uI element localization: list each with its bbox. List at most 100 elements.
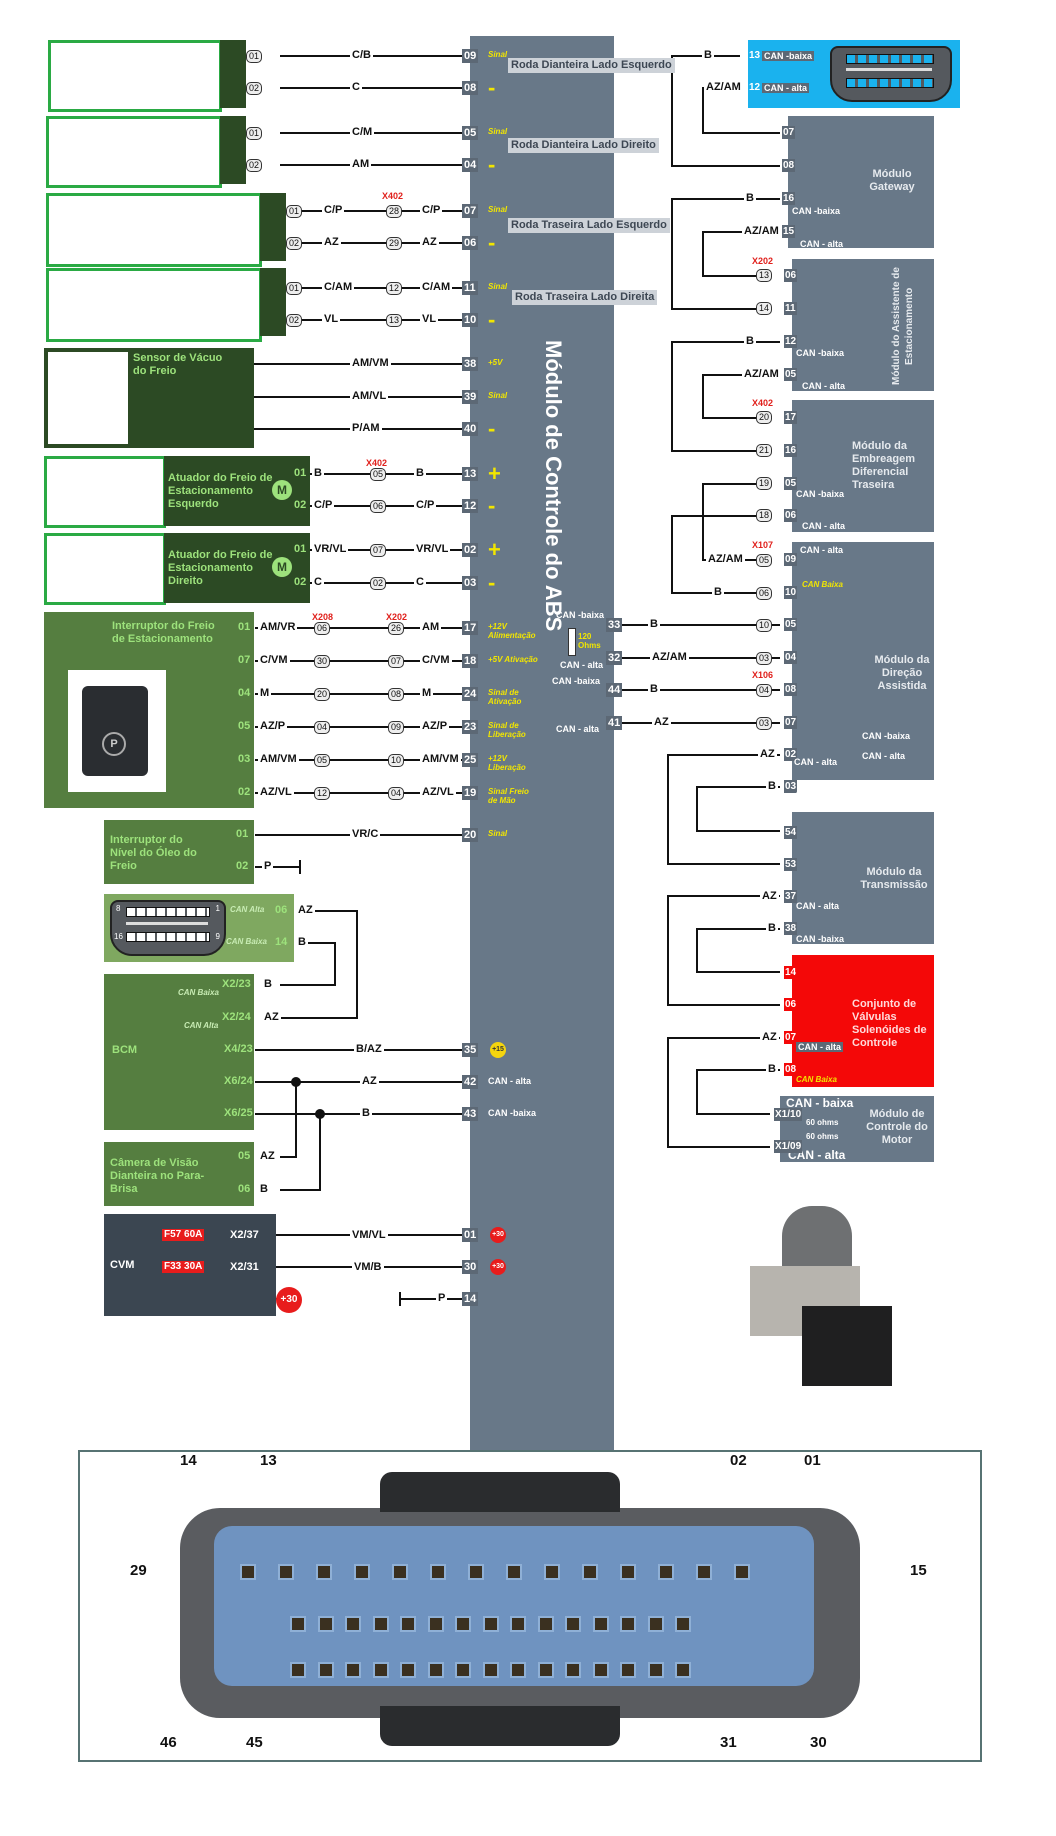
terminal: 13	[756, 269, 773, 282]
steering-module	[792, 542, 934, 780]
oil-switch-label: Interruptor do Nível do Óleo do Freio	[110, 834, 197, 872]
connector-pin-slot	[430, 1564, 446, 1580]
wire-label: P/AM	[350, 422, 382, 435]
connector-label: X402	[752, 398, 774, 408]
pin-function: Sinal	[488, 205, 508, 214]
transmission-module	[792, 812, 934, 944]
cvm-pin: X2/31	[230, 1261, 259, 1273]
actuator-pin: 01	[294, 467, 307, 479]
actuator-right-label: Atuador do Freio de Estacionamento Direi…	[168, 549, 273, 587]
connector-pin-slot	[392, 1564, 408, 1580]
wire-label: AZ	[420, 236, 439, 249]
connector-pin-slot	[544, 1564, 560, 1580]
can-label: CAN Alta	[230, 905, 265, 914]
pinout-number: 15	[910, 1562, 927, 1579]
wire-label: VR/VL	[312, 543, 349, 556]
wire-label: AZ/P	[258, 720, 288, 733]
connector-label: X107	[752, 540, 774, 550]
wire-label: B	[702, 49, 714, 62]
abs-pin: 19	[462, 786, 479, 800]
actuator-left-label: Atuador do Freio de Estacionamento Esque…	[168, 472, 273, 510]
solenoid-title: Conjunto de Válvulas Solenóides de Contr…	[852, 998, 927, 1049]
connector-latch-bottom	[380, 1706, 620, 1746]
connector-pin-slot	[506, 1564, 522, 1580]
wire-label: C/AM	[420, 281, 453, 294]
abs-pin: 09	[462, 49, 479, 63]
solenoid-pin: 14	[784, 966, 798, 979]
fuse-f57: F57 60A	[162, 1229, 205, 1241]
vacuum-sensor-label: Sensor de Vácuo do Freio	[133, 352, 223, 377]
wire-label: AZ	[360, 1075, 379, 1088]
abs-pin: 30	[462, 1260, 479, 1274]
wire-label: AZ	[760, 890, 779, 903]
wire-label: VR/VL	[414, 543, 451, 556]
park-assist-pin: 12	[784, 335, 798, 348]
pin-function: Sinal Freio de Mão	[488, 787, 529, 805]
can-label: CAN -baixa	[488, 1108, 537, 1118]
terminal: 01	[286, 282, 303, 295]
abs-pin: 06	[462, 236, 479, 250]
engine-pin: X1/10	[774, 1108, 803, 1121]
sensor-connector	[260, 193, 286, 261]
terminal: 05	[756, 554, 773, 567]
can-label: CAN - alta	[762, 83, 810, 93]
terminal: 30	[314, 655, 331, 668]
pinout-number: 01	[804, 1452, 821, 1469]
connector-pin-slot	[345, 1616, 361, 1632]
wire-label: C	[312, 576, 324, 589]
wheel-sensor-photo	[46, 193, 262, 267]
wire-label: B	[766, 1063, 778, 1076]
transmission-pin: 37	[784, 890, 798, 903]
connector-pin-slot	[675, 1616, 691, 1632]
resistor-label: 60 ohms	[806, 1132, 839, 1141]
engine-module	[780, 1096, 934, 1162]
camera-label: Câmera de Visão Dianteira no Para-Brisa	[110, 1157, 205, 1195]
terminal: 02	[370, 577, 387, 590]
terminal: 06	[756, 587, 773, 600]
terminal: 09	[388, 721, 405, 734]
wire-label: VM/B	[352, 1261, 384, 1274]
steering-pin: 03	[784, 780, 798, 793]
abs-pin: 12	[462, 499, 479, 513]
connector-pin-slot	[354, 1564, 370, 1580]
pinout-number: 30	[810, 1734, 827, 1751]
connector-pin-slot	[620, 1564, 636, 1580]
wire-label: AZ/AM	[706, 553, 745, 566]
terminal: 04	[388, 787, 405, 800]
terminal: 03	[756, 717, 773, 730]
wire-label: C/M	[350, 126, 375, 139]
connector-pin-slot	[317, 1662, 334, 1678]
can-label: CAN - alta	[488, 1076, 532, 1086]
obd-pin: 14	[275, 936, 288, 948]
wire-label: C/P	[322, 204, 345, 217]
pin-function: Sinal de Ativação	[488, 688, 522, 706]
polarity-minus: -	[488, 230, 496, 255]
obd-connector-icon: 8 1 16 9	[110, 900, 226, 956]
connector-latch-top	[380, 1472, 620, 1512]
actuator-left-photo	[44, 456, 166, 528]
wire-label: C/P	[414, 499, 437, 512]
terminal: 02	[246, 82, 263, 95]
connector-pin-slot	[620, 1662, 636, 1678]
abs-pin: 25	[462, 753, 479, 767]
rear-diff-pin: 17	[784, 411, 798, 424]
steering-title: Módulo da Direção Assistida	[874, 654, 930, 692]
wire-label: AZ/VL	[420, 786, 456, 799]
terminal: 10	[388, 754, 405, 767]
terminal: 28	[386, 205, 403, 218]
connector-pin-slot	[658, 1564, 674, 1580]
park-switch-photo: P	[68, 670, 166, 792]
can-label: CAN -baixa	[762, 51, 815, 61]
connector-pin-slot	[592, 1616, 609, 1632]
resistor-label: 120 Ohms	[578, 632, 601, 650]
wire-label: B	[258, 1183, 270, 1196]
bcm-pin: X2/23	[222, 978, 251, 990]
actuator-pin: 01	[294, 543, 307, 555]
camera-pin: 06	[238, 1183, 251, 1195]
obd-pin: 13	[748, 49, 762, 62]
connector-pin-slot	[696, 1564, 712, 1580]
connector-pin-slot	[455, 1662, 471, 1678]
wire-label: VR/C	[350, 828, 381, 841]
can-label: CAN Baixa	[796, 1075, 837, 1084]
terminal: 12	[386, 282, 403, 295]
